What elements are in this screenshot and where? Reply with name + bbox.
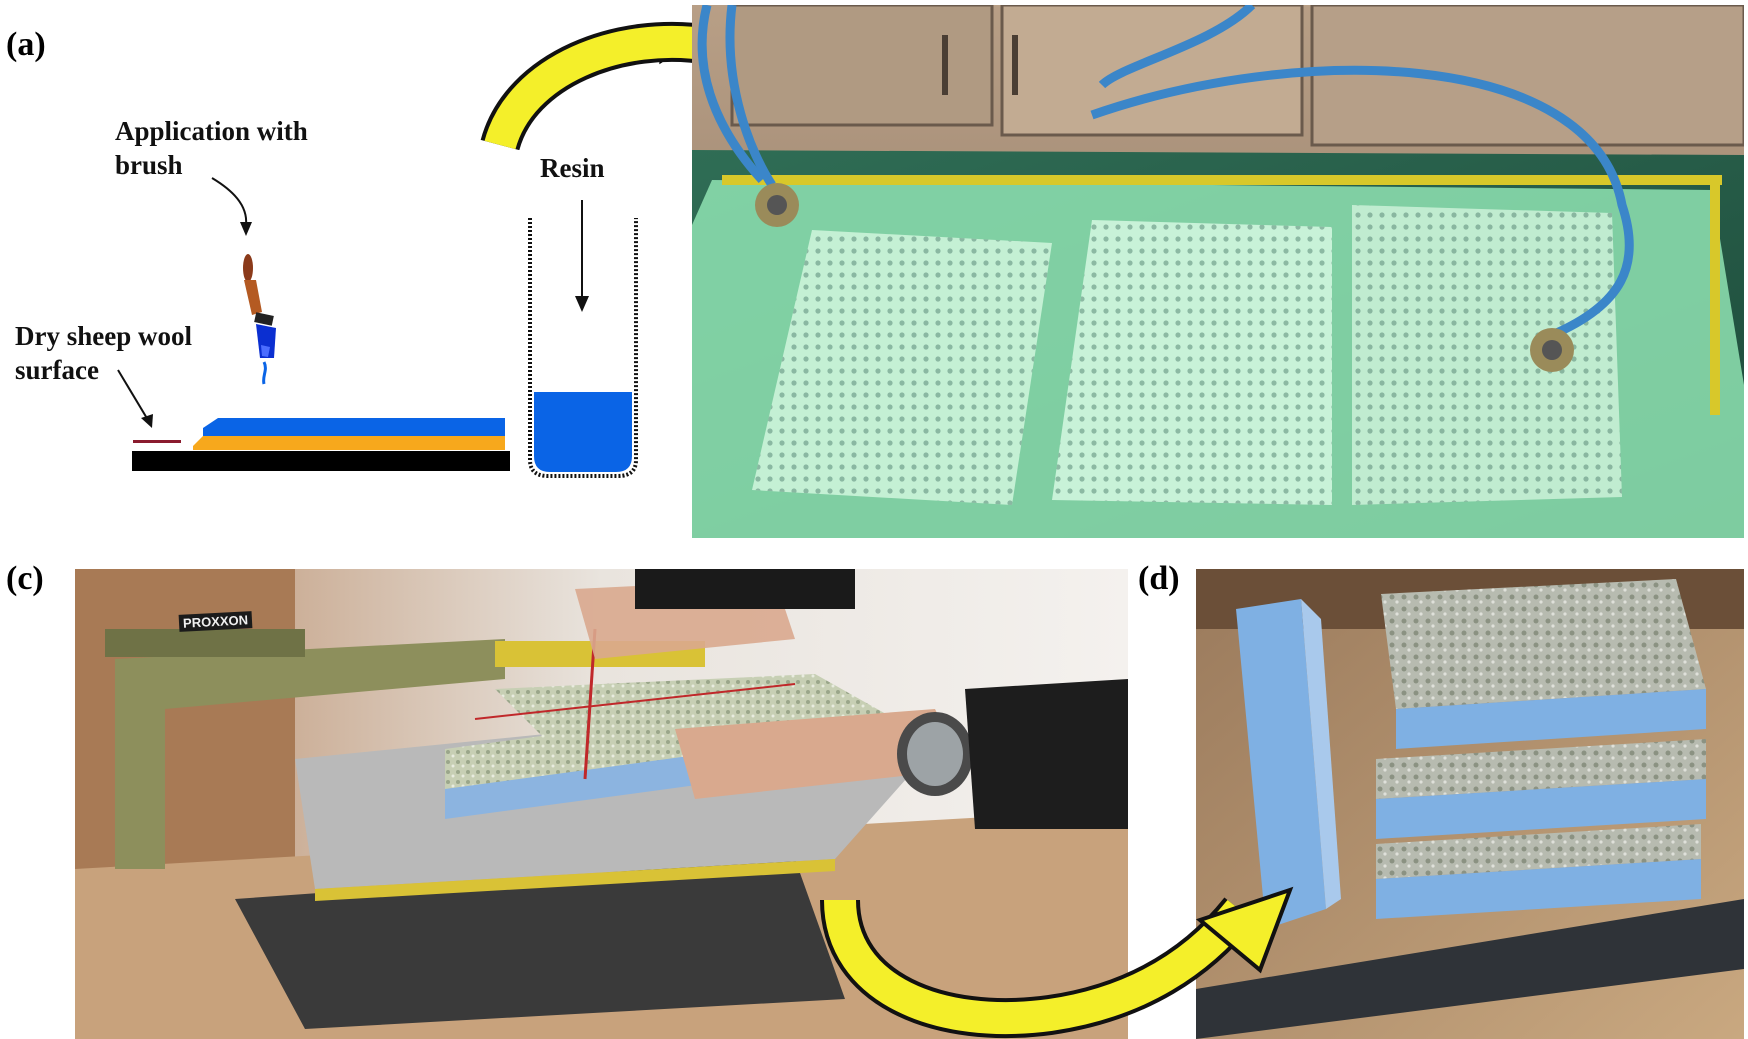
panel-label-a: (a): [6, 26, 46, 63]
scroll-saw-scene: [75, 569, 1128, 1039]
panel-a-schematic: Application with brush Resin Dry sheep w…: [0, 0, 690, 500]
brush-icon: [243, 254, 276, 385]
vacuum-bagging-scene: [692, 5, 1744, 538]
dry-surface-label: Dry sheep wool surface: [15, 321, 192, 385]
panel-label-d: (d): [1138, 560, 1180, 597]
panel-d-photo: [1196, 569, 1744, 1039]
panel-c-photo: PROXXON: [75, 569, 1128, 1039]
panel-b-photo: [692, 5, 1744, 538]
curved-arrow-c-to-d: [820, 886, 1294, 1038]
cut-samples-scene: [1196, 569, 1744, 1039]
sample-stack: [1376, 579, 1706, 919]
panel-a-drawing: [117, 177, 638, 478]
resin-beaker: [528, 200, 638, 478]
panel-label-c: (c): [6, 560, 44, 597]
application-label: Application with brush: [115, 116, 308, 180]
resin-label: Resin: [540, 153, 605, 183]
